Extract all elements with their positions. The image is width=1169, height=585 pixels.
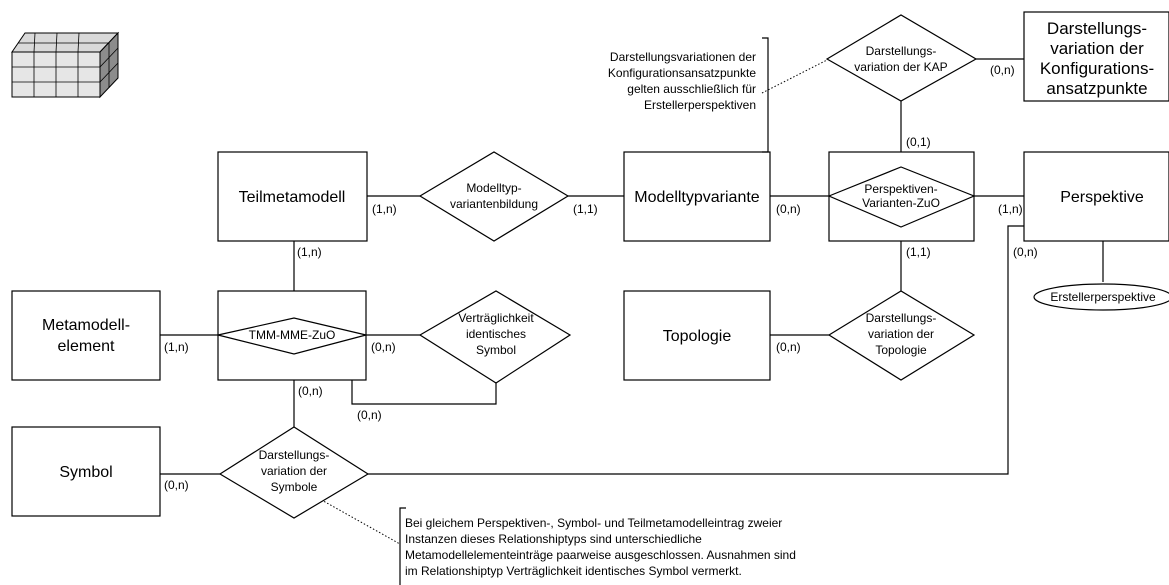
relationship-perspektiven-varianten-zuo[interactable]: Perspektiven- Varianten-ZuO xyxy=(827,166,976,228)
symbole-rel-line-3: Symbole xyxy=(271,480,318,494)
topologie-rel-line-3: Topologie xyxy=(875,343,927,357)
card-tmm-loop: (0,n) xyxy=(357,408,382,422)
relationship-modelltypvariantenbildung[interactable]: Modelltyp- variantenbildung xyxy=(418,151,570,242)
entity-modelltypvariante[interactable]: Modelltypvariante xyxy=(623,151,771,242)
kap-rel-line-2: variation der KAP xyxy=(854,60,947,74)
cube-grid-icon xyxy=(11,31,120,99)
entity-symbol[interactable]: Symbol xyxy=(11,426,161,517)
card-modelltyp-left: (1,1) xyxy=(573,202,598,216)
card-modelltyp-right: (0,n) xyxy=(776,202,801,216)
card-perspektive-left: (1,n) xyxy=(998,202,1023,216)
bottom-note-line-2: Instanzen dieses Relationshiptyps sind u… xyxy=(405,532,702,546)
relationship-vertraeglichkeit[interactable]: Verträglichkeit identisches Symbol xyxy=(418,290,572,384)
card-tmm-down: (0,n) xyxy=(298,384,323,398)
kap-rel-line-1: Darstellungs- xyxy=(866,44,937,58)
card-tmm-right: (0,n) xyxy=(371,340,396,354)
card-teil-modelltyp: (1,n) xyxy=(372,202,397,216)
card-teil-down: (1,n) xyxy=(297,245,322,259)
entity-topologie[interactable]: Topologie xyxy=(623,290,771,381)
topologie-rel-line-2: variation der xyxy=(868,327,934,341)
note-kap: Darstellungsvariationen der Konfiguratio… xyxy=(608,37,769,153)
card-topologie-right: (0,n) xyxy=(776,340,801,354)
kap-note-line-1: Darstellungsvariationen der xyxy=(610,50,756,64)
card-meta-right: (1,n) xyxy=(164,340,189,354)
kap-entity-line-3: Konfigurations- xyxy=(1040,59,1154,78)
topologie-rel-line-1: Darstellungs- xyxy=(866,311,937,325)
kap-note-link xyxy=(761,58,830,94)
svg-text:Topologie: Topologie xyxy=(663,328,732,345)
pvz-label-line-2: Varianten-ZuO xyxy=(862,196,940,210)
card-kap-top: (0,1) xyxy=(906,135,931,149)
relationship-darstellungsvariation-kap[interactable]: Darstellungs- variation der KAP xyxy=(825,14,978,102)
svg-text:Teilmetamodell: Teilmetamodell xyxy=(239,189,346,206)
mtv-label-line-1: Modelltyp- xyxy=(466,181,521,195)
vertraeglichkeit-line-1: Verträglichkeit xyxy=(458,311,534,325)
kap-entity-line-2: variation der xyxy=(1050,39,1144,58)
relationship-darstellungsvariation-symbole[interactable]: Darstellungs- variation der Symbole xyxy=(218,426,370,519)
kap-note-line-4: Erstellerperspektiven xyxy=(644,98,756,112)
entity-darstellungsvariation-konfigurationsansatzpunkte[interactable]: Darstellungs- variation der Konfiguratio… xyxy=(1023,11,1169,102)
svg-text:Symbol: Symbol xyxy=(59,464,112,481)
card-symbol-right: (0,n) xyxy=(164,478,189,492)
attribute-erstellerperspektive[interactable]: Erstellerperspektive xyxy=(1033,283,1169,311)
kap-entity-line-1: Darstellungs- xyxy=(1047,19,1147,38)
bottom-note-line-4: im Relationshiptyp Verträglichkeit ident… xyxy=(405,564,742,578)
kap-note-line-3: gelten ausschließlich für xyxy=(627,82,756,96)
svg-text:TMM-MME-ZuO: TMM-MME-ZuO xyxy=(249,328,336,342)
symbole-rel-line-1: Darstellungs- xyxy=(259,448,330,462)
symbole-rel-line-2: variation der xyxy=(261,464,327,478)
card-perspektive-down: (0,n) xyxy=(1013,245,1038,259)
card-pvz-down: (1,1) xyxy=(906,245,931,259)
bottom-note-line-1: Bei gleichem Perspektiven-, Symbol- und … xyxy=(405,516,782,530)
card-kap-right: (0,n) xyxy=(990,63,1015,77)
entity-metamodellelement[interactable]: Metamodell- element xyxy=(11,290,161,381)
bottom-note-link xyxy=(317,497,401,545)
kap-note-line-2: Konfigurationsansatzpunkte xyxy=(608,66,756,80)
connection-lines xyxy=(160,58,1104,475)
svg-text:Modelltypvariante: Modelltypvariante xyxy=(634,189,760,206)
relationship-darstellungsvariation-topologie[interactable]: Darstellungs- variation der Topologie xyxy=(827,290,976,381)
kap-entity-line-4: ansatzpunkte xyxy=(1046,79,1147,98)
metamodellelement-line-2: element xyxy=(58,338,115,355)
mtv-label-line-2: variantenbildung xyxy=(450,197,538,211)
metamodellelement-line-1: Metamodell- xyxy=(42,317,130,334)
bottom-note-line-3: Metamodellelementeinträge paarweise ausg… xyxy=(405,548,796,562)
entity-perspektive[interactable]: Perspektive xyxy=(1023,151,1169,242)
note-bottom: Bei gleichem Perspektiven-, Symbol- und … xyxy=(399,507,796,585)
svg-text:Erstellerperspektive: Erstellerperspektive xyxy=(1050,290,1156,304)
relationship-tmm-mme-zuo[interactable]: TMM-MME-ZuO xyxy=(217,317,367,355)
vertraeglichkeit-line-2: identisches xyxy=(466,327,526,341)
vertraeglichkeit-line-3: Symbol xyxy=(476,343,516,357)
svg-text:Perspektive: Perspektive xyxy=(1060,189,1144,206)
entity-teilmetamodell[interactable]: Teilmetamodell xyxy=(217,151,368,242)
pvz-label-line-1: Perspektiven- xyxy=(864,182,937,196)
cardinalities: (1,n) (1,1) (0,n) (1,n) (0,1) (0,n) (1,n… xyxy=(164,63,1038,492)
